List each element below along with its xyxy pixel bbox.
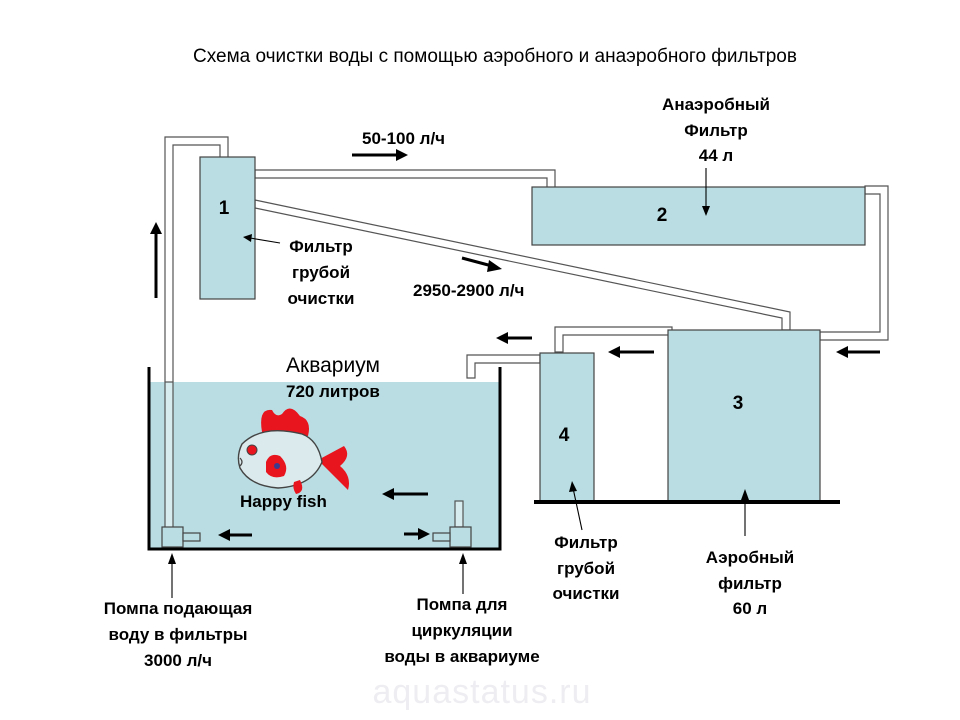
circulation-pump-label-line2: циркуляции	[411, 621, 512, 640]
anaerobic-label-line2: Фильтр	[684, 121, 747, 140]
main-pump-label-line3: 3000 л/ч	[144, 651, 212, 670]
main-pump-label-line1: Помпа подающая	[104, 599, 253, 618]
coarse-filter-4-pointer	[569, 481, 583, 531]
flow-arrow-top-right	[352, 149, 408, 161]
circulation-pump-nozzle	[432, 532, 451, 542]
flow-arrow-to-3	[836, 346, 880, 358]
filter-2-number: 2	[657, 205, 668, 226]
anaerobic-label-line1: Анаэробный	[662, 95, 770, 114]
flow-arrow-circulation-out	[404, 528, 430, 540]
coarse-filter-1-pointer	[243, 234, 281, 244]
riser-pipe-submerged	[164, 381, 174, 529]
coarse-filter-1-label-line2: грубой	[292, 263, 350, 282]
diagram-title: Схема очистки воды с помощью аэробного и…	[193, 46, 797, 67]
circulation-pump	[449, 526, 472, 548]
filter-3-number: 3	[733, 393, 744, 414]
circulation-pipe-submerged	[454, 500, 464, 528]
flow-arrow-main-pump	[218, 529, 252, 541]
anaerobic-label-line3: 44 л	[699, 146, 733, 165]
fish-eye	[246, 444, 258, 456]
coarse-filter-1-label-line1: Фильтр	[289, 237, 352, 256]
pipe-1-to-2	[254, 169, 556, 189]
anaerobic-filter-2	[531, 186, 866, 246]
flow-arrow-up	[150, 222, 162, 298]
pipe-3-to-4	[554, 326, 673, 353]
main-pump-nozzle	[182, 532, 201, 542]
aerobic-filter-3	[667, 329, 821, 503]
flow-label-diagonal: 2950-2900 л/ч	[413, 281, 524, 300]
coarse-filter-1-label-line3: очистки	[287, 289, 354, 308]
filter-1-number: 1	[219, 198, 230, 219]
coarse-filter-1	[199, 156, 256, 300]
fish-mouth	[239, 457, 243, 467]
aquarium-label: Аквариум	[286, 354, 380, 377]
fish-dorsal-fin	[261, 408, 309, 436]
aerobic-pointer	[741, 489, 749, 536]
circulation-pump-label-line1: Помпа для	[417, 595, 508, 614]
main-pump	[161, 526, 184, 548]
aerobic-label-line2: фильтр	[718, 574, 782, 593]
aquarium-tank	[147, 367, 502, 551]
main-pump-pointer	[168, 553, 176, 598]
aerobic-label-line1: Аэробный	[706, 548, 794, 567]
coarse-filter-4-label-line1: Фильтр	[554, 533, 617, 552]
flow-arrow-3-to-4	[608, 346, 654, 358]
flow-label-top: 50-100 л/ч	[362, 129, 445, 148]
circulation-pump-pointer	[459, 553, 467, 594]
flow-arrow-return	[496, 332, 532, 344]
coarse-filter-4-label-line3: очистки	[552, 584, 619, 603]
flow-arrow-diagonal	[461, 256, 502, 272]
fish-spot-center	[274, 463, 280, 469]
watermark: aquastatus.ru	[372, 673, 591, 711]
flow-arrow-circulation-in	[382, 488, 428, 500]
anaerobic-pointer	[702, 168, 710, 216]
fish-illustration	[237, 408, 349, 494]
fish-label: Happy fish	[240, 492, 327, 511]
coarse-filter-4-label-line2: грубой	[557, 559, 615, 578]
return-pipe	[466, 354, 541, 379]
coarse-filter-4	[539, 352, 595, 503]
circulation-pump-label-line3: воды в аквариуме	[384, 647, 539, 666]
aerobic-label-line3: 60 л	[733, 599, 767, 618]
aquarium-volume: 720 литров	[286, 382, 380, 401]
fish-pelvic-fin	[293, 480, 303, 494]
fish-tail	[318, 446, 349, 490]
filter-4-number: 4	[559, 425, 570, 446]
main-pump-label-line2: воду в фильтры	[108, 625, 247, 644]
